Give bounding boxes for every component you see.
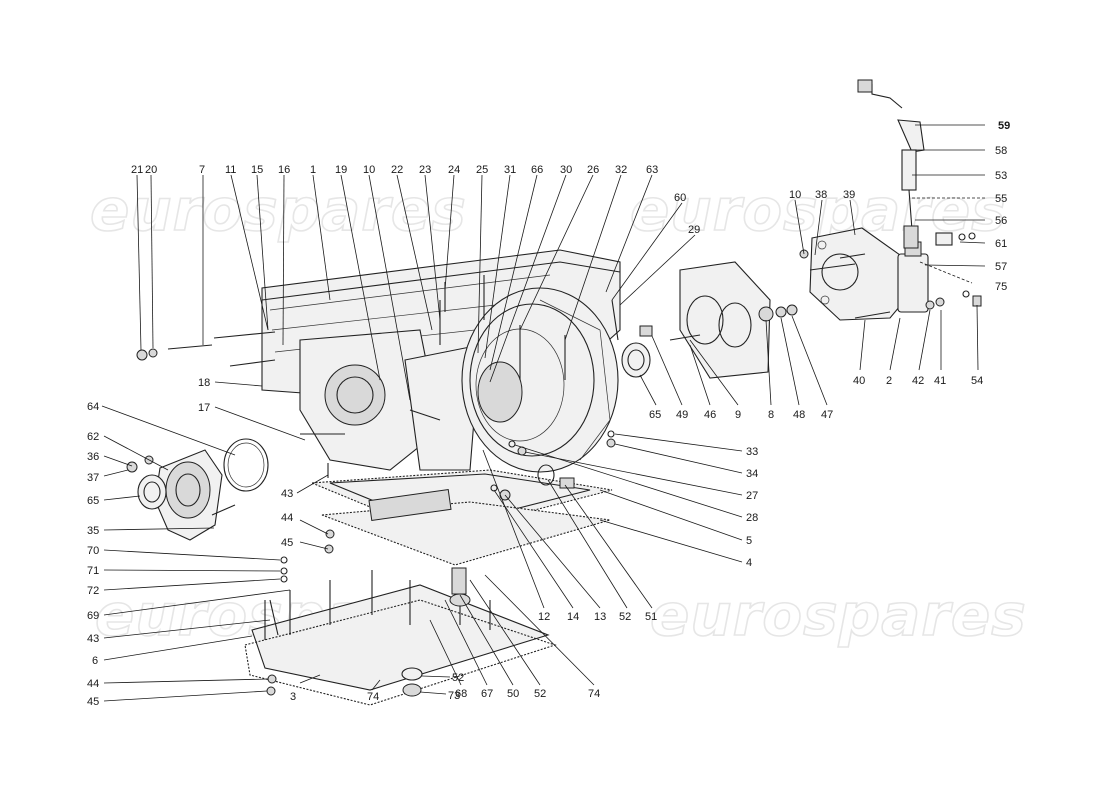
label-47: 47: [821, 409, 833, 421]
label-69: 69: [87, 610, 99, 622]
label-74-right: 74: [588, 688, 600, 700]
label-45-lower: 45: [87, 696, 99, 708]
gearbox-casing: [261, 249, 621, 473]
label-24: 24: [448, 164, 460, 176]
label-66: 66: [531, 164, 543, 176]
label-38: 38: [815, 189, 827, 201]
label-35: 35: [87, 525, 99, 537]
label-52-b: 52: [534, 688, 546, 700]
label-6: 6: [92, 655, 98, 667]
label-44-lower: 44: [87, 678, 99, 690]
label-59: 59: [998, 120, 1010, 132]
label-63: 63: [646, 164, 658, 176]
label-34: 34: [746, 468, 758, 480]
label-4: 4: [746, 557, 752, 569]
label-15: 15: [251, 164, 263, 176]
speedometer-drive: [799, 79, 982, 321]
label-57: 57: [995, 261, 1007, 273]
label-21: 21: [131, 164, 143, 176]
label-62: 62: [87, 431, 99, 443]
label-74-left: 74: [367, 691, 379, 703]
label-43-lower: 43: [87, 633, 99, 645]
label-50: 50: [507, 688, 519, 700]
watermark-bottom-right: eurospares: [650, 581, 1027, 649]
label-31: 31: [504, 164, 516, 176]
label-67: 67: [481, 688, 493, 700]
label-37: 37: [87, 472, 99, 484]
watermark-top-left: eurospares: [90, 176, 467, 244]
label-68: 68: [455, 688, 467, 700]
label-55: 55: [995, 193, 1007, 205]
label-58: 58: [995, 145, 1007, 157]
label-71: 71: [87, 565, 99, 577]
label-44-upper: 44: [281, 512, 293, 524]
label-70: 70: [87, 545, 99, 557]
label-20: 20: [145, 164, 157, 176]
label-46: 46: [704, 409, 716, 421]
label-75: 75: [995, 281, 1007, 293]
gaskets-plates: [244, 430, 616, 706]
label-42: 42: [912, 375, 924, 387]
label-54: 54: [971, 375, 983, 387]
rear-cover-flange: [126, 438, 269, 541]
label-13: 13: [594, 611, 606, 623]
label-30: 30: [560, 164, 572, 176]
label-72: 72: [87, 585, 99, 597]
label-19: 19: [335, 164, 347, 176]
label-18: 18: [198, 377, 210, 389]
cover-plate: [621, 261, 798, 379]
label-5: 5: [746, 535, 752, 547]
studs-group: [136, 275, 619, 435]
label-3: 3: [290, 691, 296, 703]
label-52-c: 52: [452, 672, 464, 684]
label-52-a: 52: [619, 611, 631, 623]
label-33: 33: [746, 446, 758, 458]
label-43-upper: 43: [281, 488, 293, 500]
label-45-upper: 45: [281, 537, 293, 549]
label-36: 36: [87, 451, 99, 463]
label-53: 53: [995, 170, 1007, 182]
label-12: 12: [538, 611, 550, 623]
label-65-left: 65: [87, 495, 99, 507]
label-28: 28: [746, 512, 758, 524]
label-39: 39: [843, 189, 855, 201]
label-10-right: 10: [789, 189, 801, 201]
label-64: 64: [87, 401, 99, 413]
label-65-mid: 65: [649, 409, 661, 421]
label-40: 40: [853, 375, 865, 387]
label-49: 49: [676, 409, 688, 421]
label-10: 10: [363, 164, 375, 176]
label-7: 7: [199, 164, 205, 176]
leader-lines: [101, 124, 986, 702]
label-32: 32: [615, 164, 627, 176]
label-9: 9: [735, 409, 741, 421]
label-48: 48: [793, 409, 805, 421]
label-51: 51: [645, 611, 657, 623]
label-1: 1: [310, 164, 316, 176]
label-61: 61: [995, 238, 1007, 250]
label-73: 73: [448, 690, 460, 702]
label-17: 17: [198, 402, 210, 414]
label-22: 22: [391, 164, 403, 176]
label-41: 41: [934, 375, 946, 387]
label-29: 29: [688, 224, 700, 236]
label-16: 16: [278, 164, 290, 176]
label-60: 60: [674, 192, 686, 204]
label-14: 14: [567, 611, 579, 623]
label-11: 11: [225, 164, 236, 176]
label-26: 26: [587, 164, 599, 176]
label-27: 27: [746, 490, 758, 502]
label-8: 8: [768, 409, 774, 421]
label-56: 56: [995, 215, 1007, 227]
label-25: 25: [476, 164, 488, 176]
label-23: 23: [419, 164, 431, 176]
label-2: 2: [886, 375, 892, 387]
part-labels: 21 20 7 11 15 16 1 19 10 22 23 24 25 31 …: [87, 120, 1010, 708]
